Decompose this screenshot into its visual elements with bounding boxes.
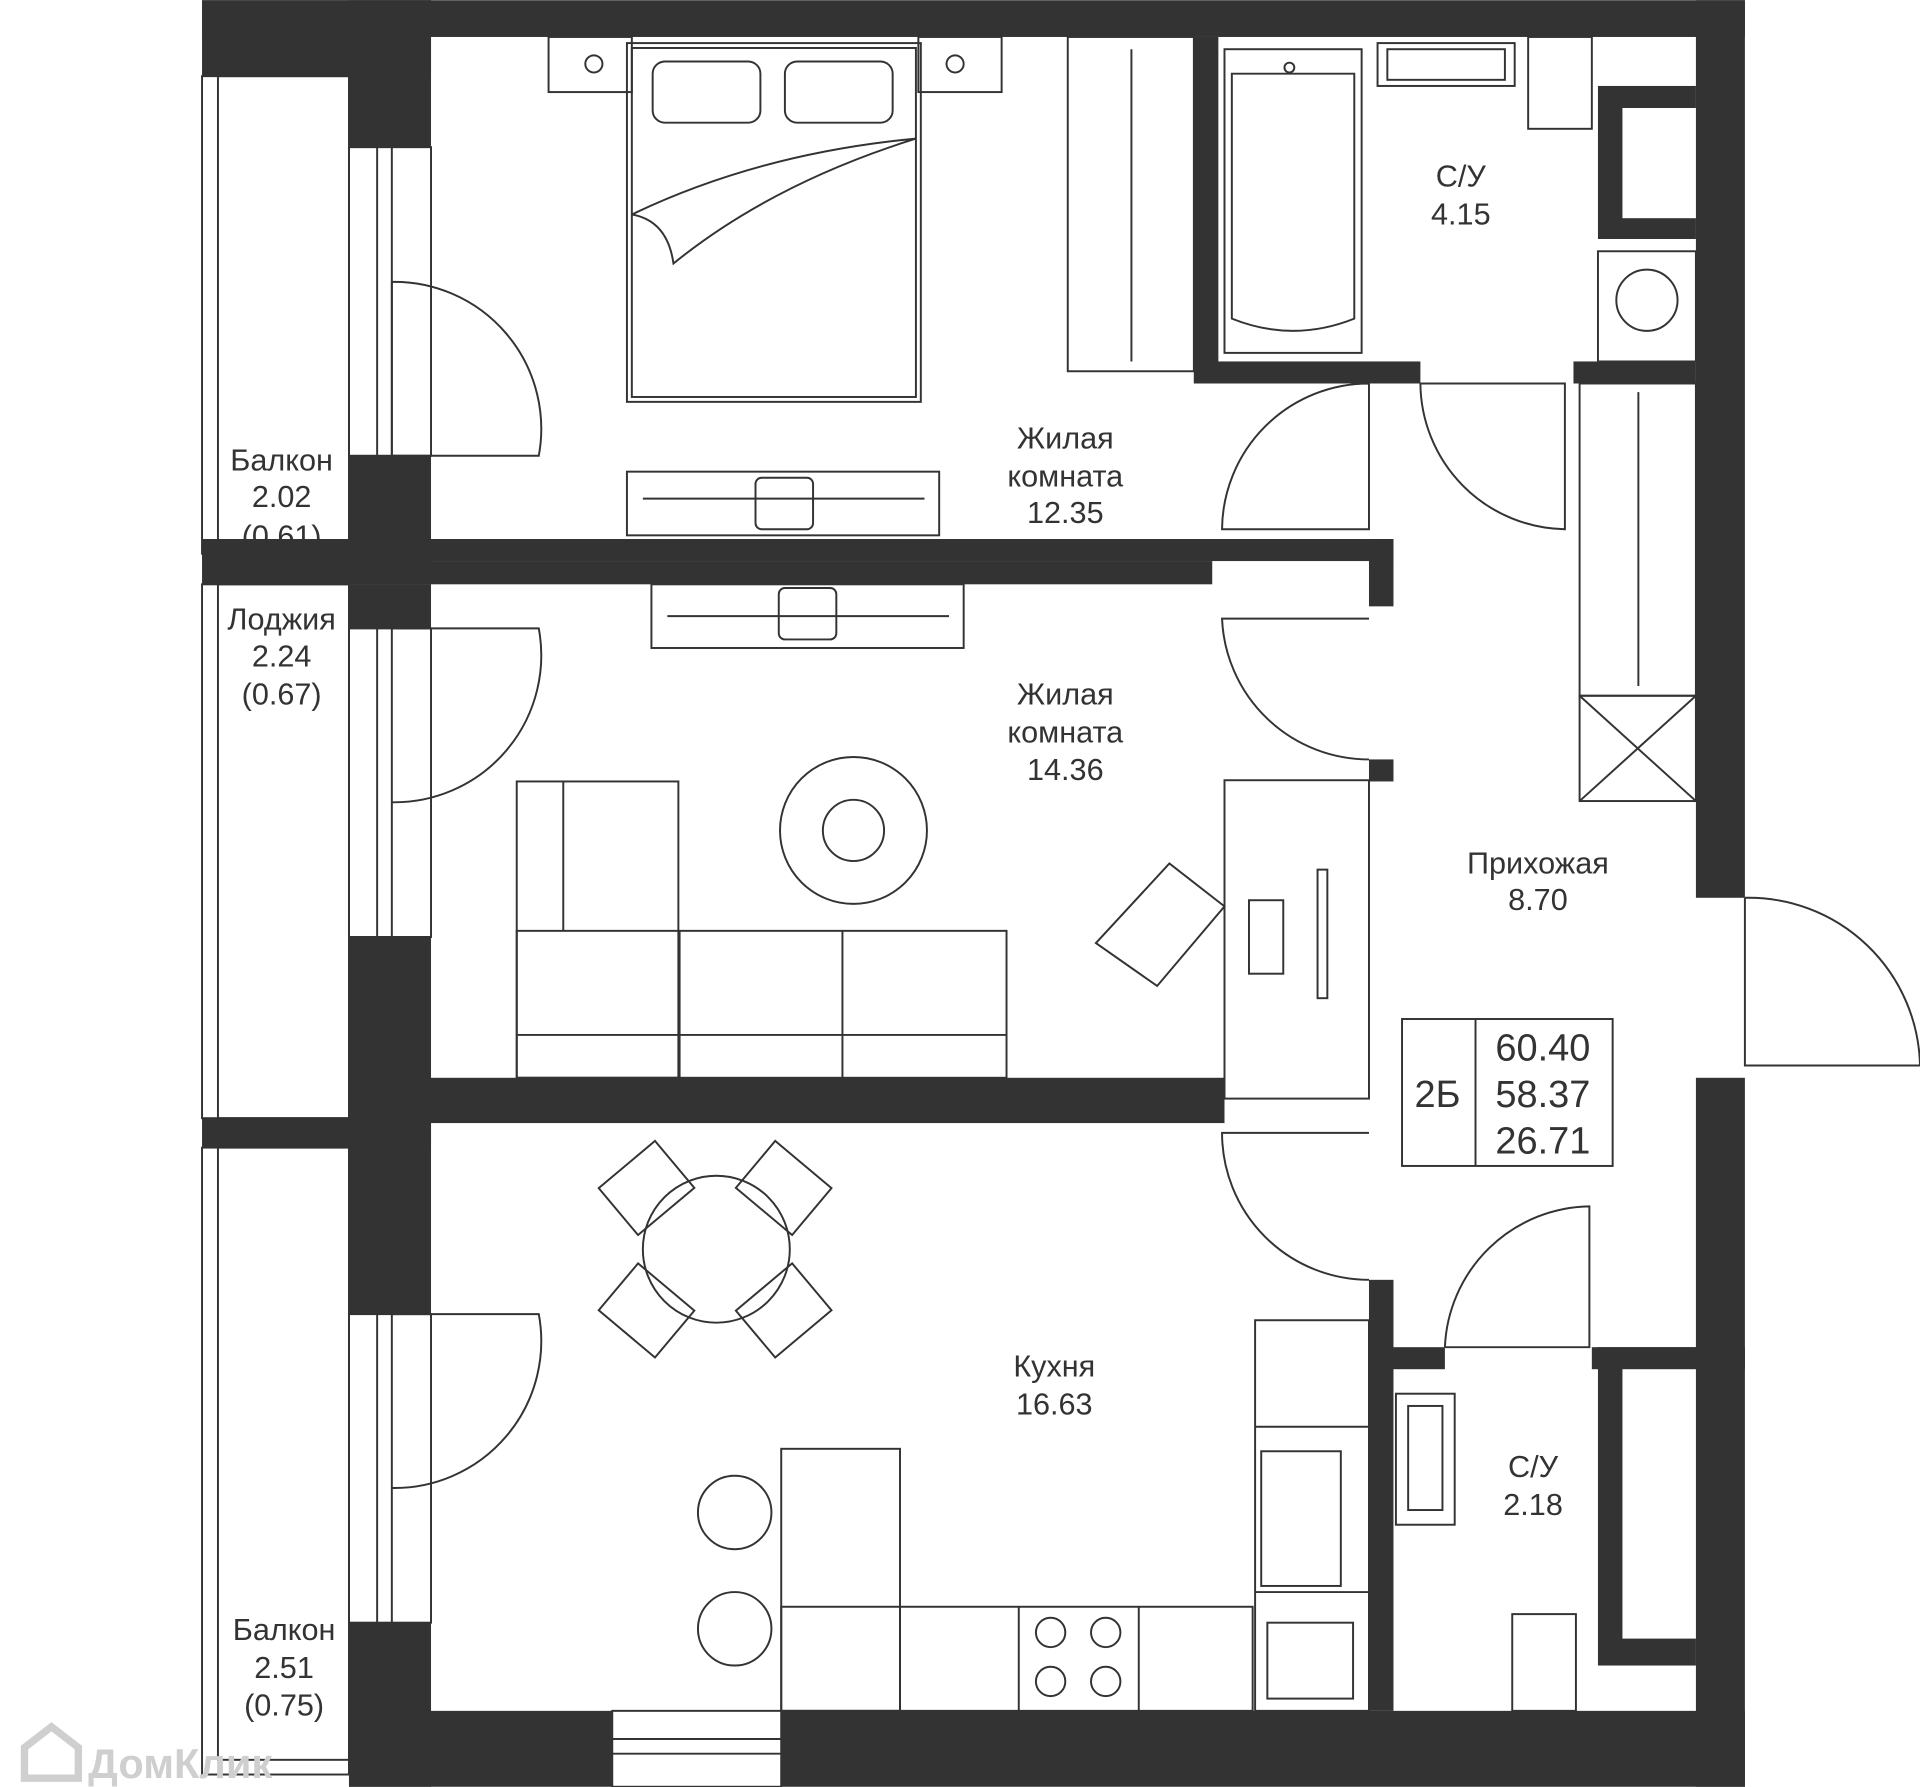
sofa [515,755,1008,1079]
apartment-type: 2Б [1415,1074,1461,1116]
bedroom-area: 12.35 [1027,496,1104,530]
dining-table [597,1139,901,1712]
loggia-reduced: (0.67) [242,677,322,711]
wardrobes [1066,35,1697,803]
bedroom-name-2: комната [1007,459,1124,493]
watermark-text: ДомКлик [88,1740,272,1787]
room-labels: Балкон 2.02 (0.61) Лоджия 2.24 (0.67) Ба… [227,159,1608,1722]
apartment-summary: 2Б 60.40 58.37 26.71 [1401,1018,1614,1167]
area-without-balconies: 58.37 [1495,1074,1590,1116]
balcony-bottom-name: Балкон [233,1613,336,1647]
house-logo-icon [20,1722,83,1782]
bath-small-area: 2.18 [1503,1488,1563,1522]
bathtub [1223,35,1697,363]
balcony-top-name: Балкон [230,443,333,477]
kitchen-units [780,1319,1370,1712]
walls [202,0,1745,1787]
tv-stands [625,470,965,649]
kitchen-name: Кухня [1013,1350,1095,1384]
watermark: ДомКлик [20,1722,272,1787]
living-area: 26.71 [1495,1121,1590,1163]
bath-main-name: С/У [1436,159,1487,193]
kitchen-area: 16.63 [1016,1388,1093,1422]
bath-main-area: 4.15 [1431,197,1491,231]
bed [547,35,1003,403]
total-area: 60.40 [1495,1028,1590,1070]
hallway-name: Прихожая [1467,846,1609,880]
hallway-area: 8.70 [1508,883,1568,917]
doors [390,280,1920,1489]
living-name-1: Жилая [1017,677,1114,711]
bedroom-name-1: Жилая [1017,421,1114,455]
loggia-area: 2.24 [252,639,312,673]
desk [1094,779,1370,1100]
balcony-bottom-reduced: (0.75) [244,1689,324,1723]
loggia-name: Лоджия [227,603,335,637]
balcony-bottom-area: 2.51 [254,1651,314,1685]
balcony-top-area: 2.02 [252,480,312,514]
living-area-label: 14.36 [1027,753,1104,787]
balcony-outlines [201,75,350,1776]
balcony-top-reduced: (0.61) [242,519,322,553]
small-bath-fixtures [1394,1392,1577,1712]
living-name-2: комната [1007,715,1124,749]
bath-small-name: С/У [1508,1450,1559,1484]
